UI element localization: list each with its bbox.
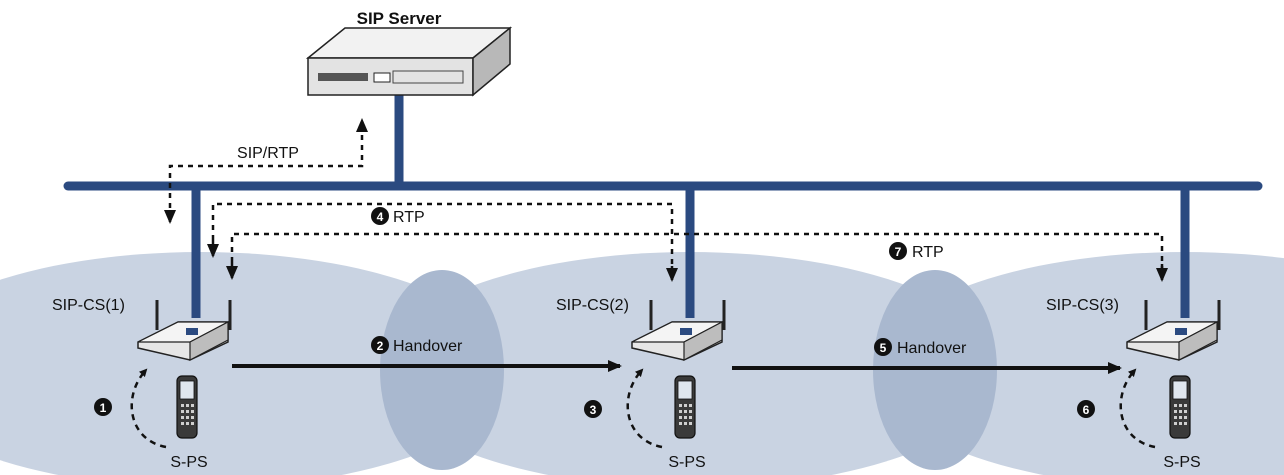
server-label: SIP Server: [357, 9, 442, 28]
cell-station-2-label: SIP-CS(2): [556, 297, 629, 314]
rtp-4-marker: 4: [371, 207, 389, 225]
sip-server-icon: [305, 26, 513, 97]
coverage-area-2: [380, 252, 1000, 475]
step-6-marker: 6: [1077, 400, 1095, 418]
step-1-marker: 1: [94, 398, 112, 416]
rtp-path-4: [211, 202, 674, 275]
rtp-7-label: RTP: [912, 244, 944, 261]
rtp-4-label: RTP: [393, 209, 425, 226]
handset-1-icon: [176, 375, 198, 439]
svg-text:4: 4: [377, 210, 384, 224]
coverage-area-1: [0, 252, 510, 475]
handset-2-icon: [674, 375, 696, 439]
registration-arc-1: [130, 368, 167, 449]
svg-text:3: 3: [590, 403, 597, 417]
rtp-7-marker: 7: [889, 242, 907, 260]
svg-text:7: 7: [895, 245, 902, 259]
rtp-path-7: [230, 232, 1164, 274]
handset-3-icon: [1169, 375, 1191, 439]
handover-5-marker: 5: [874, 338, 892, 356]
cell-station-1-label: SIP-CS(1): [52, 297, 125, 314]
svg-text:1: 1: [100, 401, 107, 415]
svg-text:6: 6: [1083, 403, 1090, 417]
handover-2-marker: 2: [371, 336, 389, 354]
handset-1-label: S-PS: [170, 454, 207, 471]
svg-text:5: 5: [880, 341, 887, 355]
handover-5-label: Handover: [897, 340, 967, 357]
cell-station-3-label: SIP-CS(3): [1046, 297, 1119, 314]
cell-station-2-icon: [631, 300, 726, 361]
step-3-marker: 3: [584, 400, 602, 418]
sip-rtp-label: SIP/RTP: [237, 145, 299, 162]
registration-arc-6: [1119, 368, 1156, 449]
handset-2-label: S-PS: [668, 454, 705, 471]
handset-3-label: S-PS: [1163, 454, 1200, 471]
registration-arc-3: [626, 368, 663, 449]
cell-station-3-icon: [1126, 300, 1221, 361]
cell-station-1-icon: [137, 300, 232, 361]
handover-2-label: Handover: [393, 338, 463, 355]
svg-text:2: 2: [377, 339, 384, 353]
overlap-area-1: [380, 270, 504, 470]
